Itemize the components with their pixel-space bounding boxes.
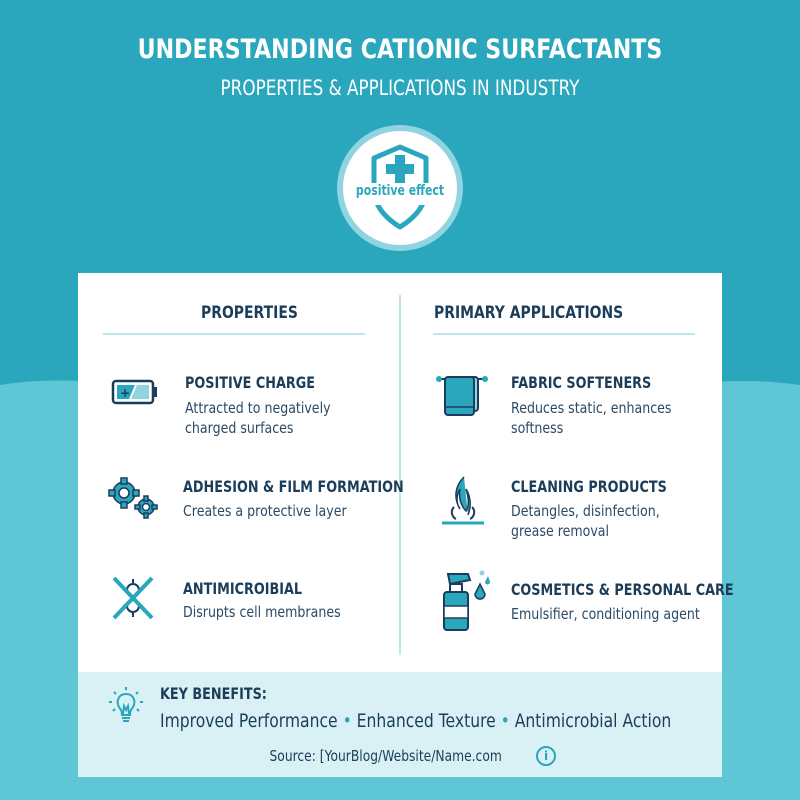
- info-icon[interactable]: i: [536, 746, 557, 766]
- towel-icon: [436, 376, 488, 416]
- property-title: ANTIMICROIBIAL: [183, 579, 303, 598]
- page-subtitle: PROPERTIES & APPLICATIONS IN INDUSTRY: [220, 76, 580, 100]
- application-description: Reduces static, enhances softness: [511, 399, 672, 437]
- benefit-item: Enhanced Texture: [356, 710, 496, 732]
- application-description: Emulsifier, conditioning agent: [511, 605, 700, 623]
- property-description: Disrupts cell membranes: [183, 603, 341, 621]
- svg-text:+: +: [120, 386, 130, 400]
- applications-heading: PRIMARY APPLICATIONS: [434, 303, 624, 323]
- badge-label: positive effect: [355, 183, 445, 199]
- property-description: Attracted to negatively charged surfaces: [185, 399, 331, 437]
- application-description: Detangles, disinfection, grease removal: [511, 502, 660, 540]
- flame-hair-icon: [442, 476, 484, 525]
- key-benefits-section: KEY BENEFITS: Improved Performance•Enhan…: [78, 672, 722, 777]
- application-title: COSMETICS & PERSONAL CARE: [511, 580, 734, 599]
- benefit-item: Improved Performance: [160, 710, 338, 732]
- benefit-item: Antimicrobial Action: [514, 710, 672, 732]
- benefit-separator: •: [500, 710, 510, 732]
- positive-effect-badge: positive effect: [343, 131, 457, 245]
- property-title: POSITIVE CHARGE: [185, 373, 315, 392]
- properties-rule: [103, 333, 365, 335]
- source-line: Source: [YourBlog/Website/Name.com i: [78, 746, 722, 766]
- column-divider: [399, 295, 401, 655]
- battery-charge-icon: +: [111, 379, 157, 405]
- info-card: PROPERTIES + POSITIVE CHARGE Attracted t…: [78, 273, 734, 777]
- source-text: Source: [YourBlog/Website/Name.com: [269, 746, 502, 765]
- applications-rule: [433, 333, 695, 335]
- benefits-list: Improved Performance•Enhanced Texture•An…: [160, 710, 671, 732]
- properties-heading: PROPERTIES: [201, 303, 298, 323]
- spray-bottle-icon: [443, 570, 490, 631]
- page-title: UNDERSTANDING CATIONIC SURFACTANTS: [137, 34, 663, 65]
- application-title: CLEANING PRODUCTS: [511, 477, 667, 496]
- property-description: Creates a protective layer: [183, 502, 347, 520]
- application-title: FABRIC SOFTENERS: [511, 373, 652, 392]
- shield-plus-icon: [363, 144, 437, 230]
- benefit-separator: •: [342, 710, 352, 732]
- crossed-microbe-icon: [112, 576, 154, 620]
- property-title: ADHESION & FILM FORMATION: [183, 477, 404, 496]
- key-benefits-heading: KEY BENEFITS:: [160, 684, 267, 703]
- lightbulb-icon: [109, 687, 143, 722]
- gears-icon: [108, 477, 158, 519]
